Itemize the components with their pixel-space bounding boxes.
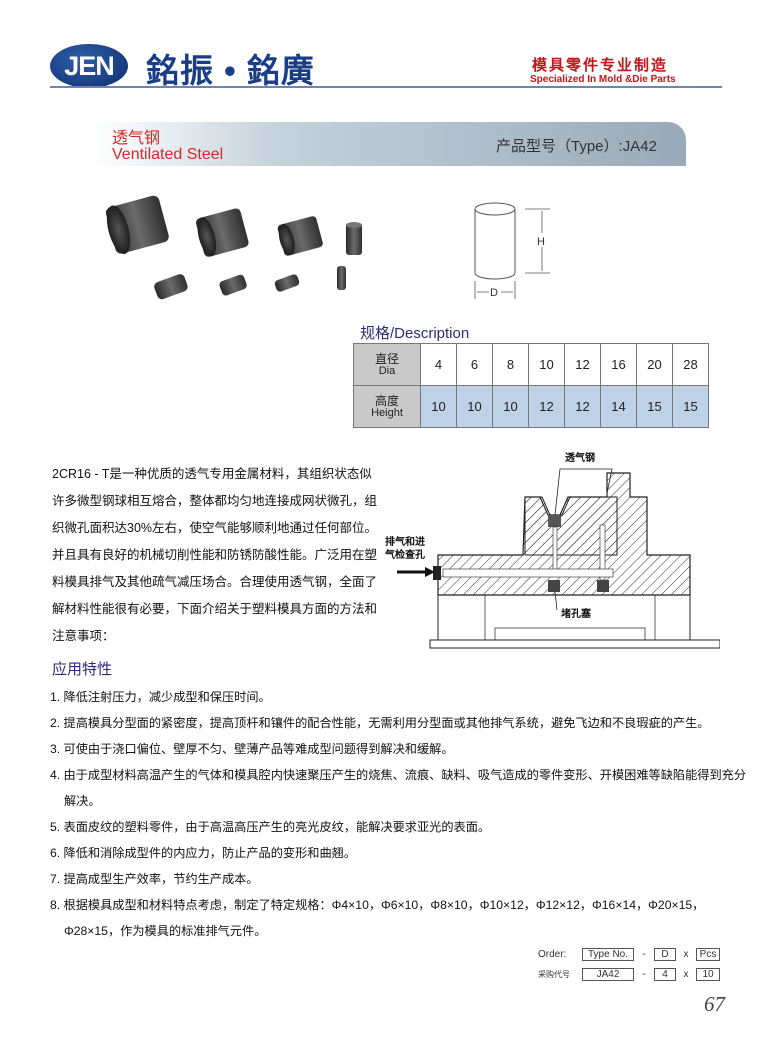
dia-cell: 6	[456, 343, 493, 386]
product-title-en: Ventilated Steel	[112, 146, 224, 163]
height-cell: 12	[564, 385, 601, 428]
height-cell: 10	[456, 385, 493, 428]
diagram-label-vent-hole-1: 排气和进	[385, 535, 425, 548]
height-cell: 10	[420, 385, 457, 428]
diameter-label: D	[490, 287, 498, 299]
height-cell: 10	[492, 385, 529, 428]
height-label: H	[537, 236, 545, 248]
dia-cell: 10	[528, 343, 565, 386]
order-x: x	[683, 949, 689, 960]
height-cell: 14	[600, 385, 637, 428]
height-cell: 12	[528, 385, 565, 428]
dia-cell: 4	[420, 343, 457, 386]
title-band	[95, 122, 686, 166]
list-item: 3. 可使由于浇口偏位、壁厚不匀、壁薄产品等难成型问题得到解决和缓解。	[50, 742, 454, 756]
example-x: x	[683, 969, 689, 980]
list-item: 8. 根据模具成型和材料特点考虑，制定了特定规格：Φ4×10，Φ6×10，Φ8×…	[50, 898, 705, 938]
dia-cell: 8	[492, 343, 529, 386]
product-photos	[105, 195, 362, 300]
header-divider	[50, 86, 722, 88]
list-item: 1. 降低注射压力，减少成型和保压时间。	[50, 690, 271, 704]
example-d-box: 4	[654, 968, 676, 981]
diagram-label-plug: 堵孔塞	[561, 607, 592, 620]
tagline-cn: 模具零件专业制造	[532, 56, 669, 74]
dia-cell: 28	[672, 343, 709, 386]
height-cell: 15	[672, 385, 709, 428]
order-d-box: D	[654, 948, 676, 961]
mold-diagram: 透气钢 排气和进 气检查孔 堵孔塞	[385, 451, 720, 649]
dia-cell: 20	[636, 343, 673, 386]
dia-cell: 16	[600, 343, 637, 386]
list-item: 5. 表面皮纹的塑料零件，由于高温高压产生的亮光皮纹，能解决要求亚光的表面。	[50, 820, 491, 834]
product-title-cn: 透气钢	[112, 130, 161, 147]
diagram-label-vent-hole-2: 气检查孔	[385, 548, 425, 561]
tagline-en: Specialized In Mold &Die Parts	[530, 74, 676, 85]
diagram-label-vent-steel: 透气钢	[565, 451, 595, 464]
description-heading: 规格/Description	[360, 325, 470, 342]
height-cell: 15	[636, 385, 673, 428]
height-label-en: Height	[371, 406, 403, 419]
list-item: 6. 降低和消除成型件的内应力，防止产品的变形和曲翘。	[50, 846, 357, 860]
dimension-drawing: H D	[474, 202, 550, 299]
order-pcs-box: Pcs	[696, 948, 720, 961]
applications-list: 1. 降低注射压力，减少成型和保压时间。 2. 提高模具分型面的紧密度，提高顶杆…	[50, 684, 750, 944]
list-item: 2. 提高模具分型面的紧密度，提高顶杆和镶件的配合性能，无需利用分型面或其他排气…	[50, 716, 710, 730]
height-label-cn: 高度	[374, 393, 399, 408]
order-info: Order: Type No. - D x Pcs 采购代号 JA42 - 4 …	[538, 946, 720, 986]
example-pcs-box: 10	[696, 968, 720, 981]
dia-label-cn: 直径	[374, 351, 399, 366]
dia-label-en: Dia	[378, 364, 396, 377]
order-label-cn: 采购代号	[538, 970, 570, 979]
example-type-box: JA42	[582, 968, 634, 981]
order-label: Order:	[538, 949, 567, 960]
example-dash: -	[642, 969, 646, 980]
list-item: 4. 由于成型材料高温产生的气体和模具腔内快速聚压产生的烧焦、流痕、缺料、吸气造…	[50, 768, 747, 808]
order-dash: -	[642, 949, 646, 960]
dia-cell: 12	[564, 343, 601, 386]
page-number: 67	[704, 992, 725, 1016]
product-type: 产品型号（Type）:JA42	[496, 138, 657, 155]
applications-heading: 应用特性	[52, 661, 113, 678]
logo: JEN	[50, 44, 128, 88]
list-item: 7. 提高成型生产效率，节约生产成本。	[50, 872, 259, 886]
brand-name: 銘振 • 銘廣	[146, 52, 315, 89]
order-type-box: Type No.	[582, 948, 634, 961]
intro-paragraph: 2CR16 - T是一种优质的透气专用金属材料，其组织状态似许多微型钢球相互熔合…	[52, 467, 378, 643]
